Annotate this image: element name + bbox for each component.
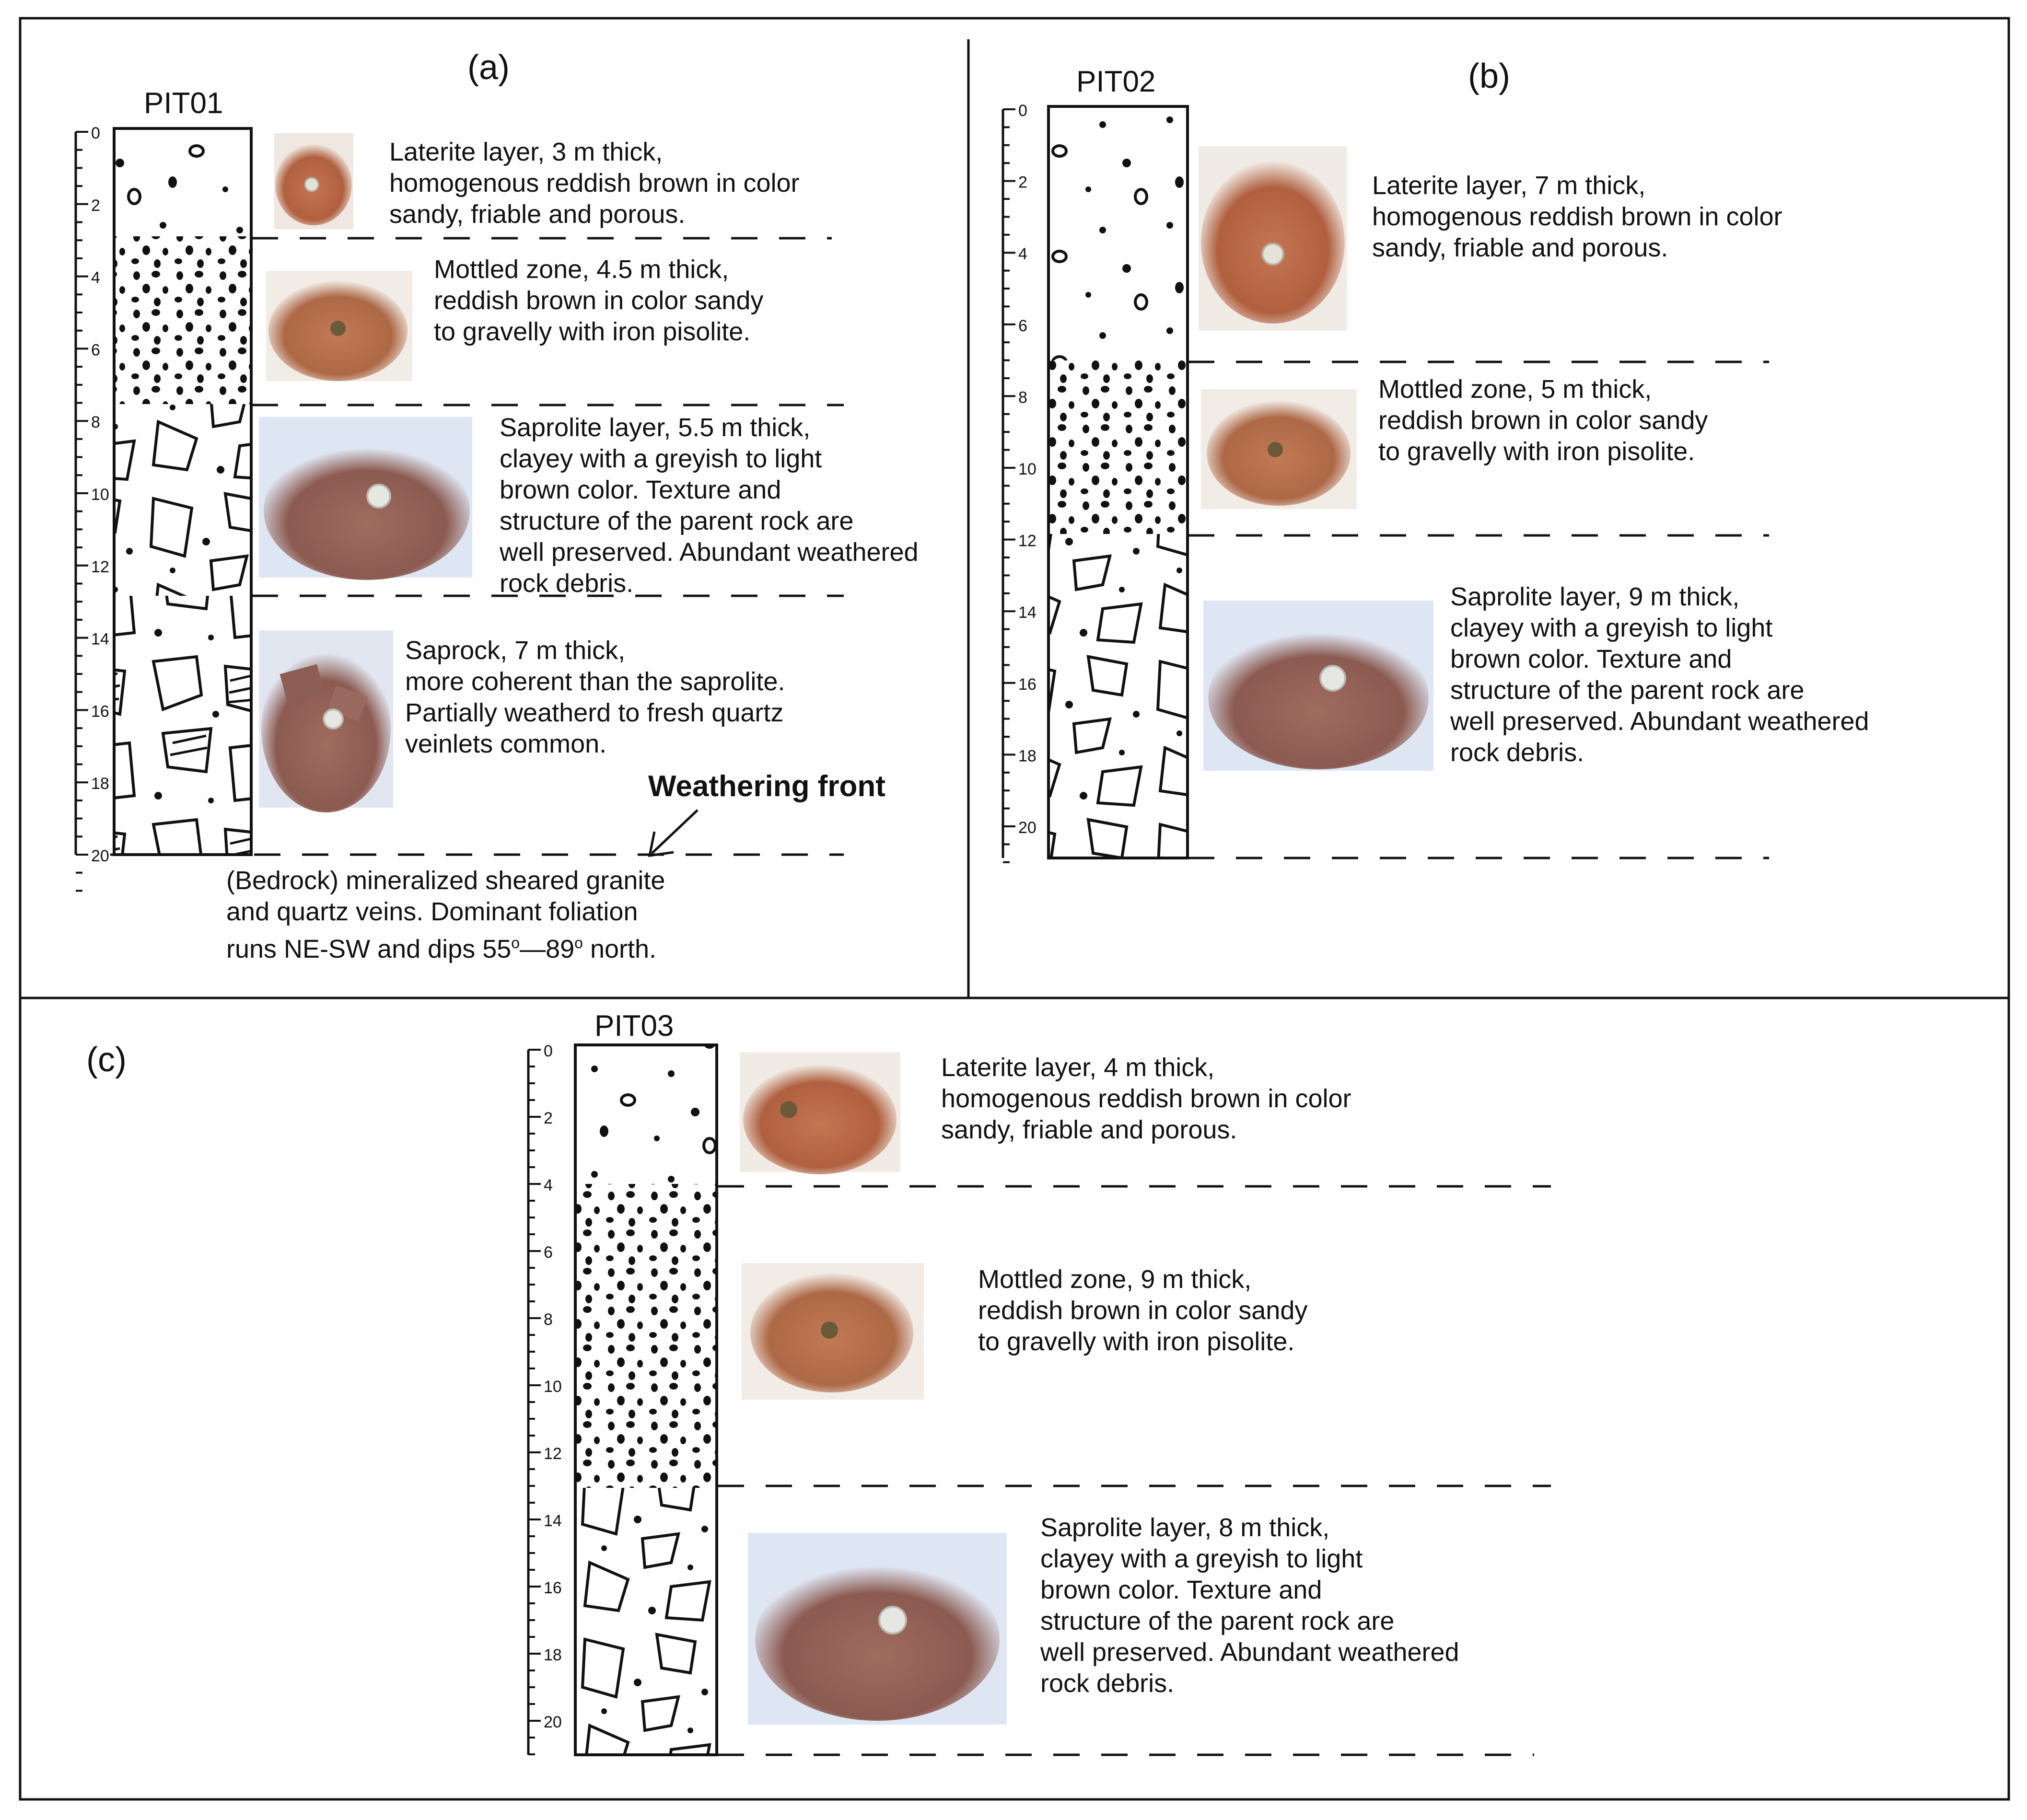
weathering-front-label: Weathering front bbox=[648, 770, 885, 803]
pit03-saprolite-photo bbox=[748, 1533, 1007, 1725]
pit01-laterite-description: Laterite layer, 3 m thick, homogenous re… bbox=[389, 138, 800, 229]
pit02-mottled-description: Mottled zone, 5 m thick, reddish brown i… bbox=[1378, 375, 1708, 466]
pit01-depth-ruler: 0 2 4 6 8 10 12 14 16 18 20 bbox=[76, 124, 109, 892]
pit01-saprock-layer bbox=[114, 596, 251, 855]
pit01-saprolite-description: Saprolite layer, 5.5 m thick, clayey wit… bbox=[500, 413, 919, 598]
pit01-saprock-photo bbox=[259, 630, 393, 812]
pit03-saprolite-layer bbox=[575, 1488, 717, 1755]
pit03-column-border bbox=[574, 1043, 718, 1756]
depth-tick-label: 20 bbox=[544, 1713, 562, 1731]
depth-tick-label: 10 bbox=[91, 486, 109, 504]
pit03-mottled-photo bbox=[742, 1263, 924, 1400]
depth-tick-label: 20 bbox=[91, 847, 109, 865]
figure-frame bbox=[19, 17, 2010, 1801]
pit01-saprolite-photo bbox=[259, 417, 472, 580]
pit03-depth-ruler: 0 2 4 6 8 10 12 14 16 18 20 bbox=[528, 1042, 562, 1755]
depth-tick-label: 10 bbox=[544, 1378, 562, 1396]
depth-tick-label: 4 bbox=[544, 1176, 553, 1194]
depth-tick-label: 14 bbox=[1018, 603, 1037, 622]
depth-tick-label: 2 bbox=[1018, 174, 1027, 192]
pit03-title: PIT03 bbox=[594, 1009, 674, 1043]
pit03-laterite-layer bbox=[575, 1045, 717, 1184]
pit03-mottled-layer bbox=[575, 1184, 717, 1488]
depth-tick-label: 8 bbox=[91, 413, 100, 431]
depth-tick-label: 4 bbox=[91, 269, 100, 287]
pit02-laterite-description: Laterite layer, 7 m thick, homogenous re… bbox=[1372, 171, 1782, 262]
depth-tick-label: 18 bbox=[1018, 747, 1037, 765]
depth-tick-label: 2 bbox=[544, 1109, 553, 1127]
depth-tick-label: 14 bbox=[544, 1512, 562, 1530]
pit02-laterite-layer bbox=[1048, 106, 1188, 360]
pit01-laterite-layer bbox=[114, 128, 251, 236]
pit03-boundaries bbox=[718, 1185, 1551, 1756]
depth-tick-label: 6 bbox=[1018, 317, 1027, 335]
pit01-title: PIT01 bbox=[144, 87, 223, 120]
depth-tick-label: 18 bbox=[544, 1646, 562, 1664]
pit01-column: 0 2 4 6 8 10 12 14 16 18 20 bbox=[74, 124, 253, 892]
pit01-saprock-description: Saprock, 7 m thick, more coherent than t… bbox=[405, 636, 785, 758]
pit03-column: 0 2 4 6 8 10 12 14 16 18 20 bbox=[527, 1042, 718, 1756]
pit03-saprolite-description: Saprolite layer, 8 m thick, clayey with … bbox=[1040, 1513, 1459, 1698]
pit02-saprolite-layer bbox=[1048, 534, 1188, 858]
pit02-depth-ruler: 0 2 4 6 8 10 12 14 16 18 20 bbox=[1003, 102, 1037, 863]
depth-tick-label: 12 bbox=[1018, 532, 1037, 550]
pit01-laterite-photo bbox=[274, 133, 353, 229]
pit02-title: PIT02 bbox=[1076, 65, 1156, 98]
depth-tick-label: 6 bbox=[91, 341, 100, 359]
depth-tick-label: 14 bbox=[91, 630, 109, 649]
depth-tick-label: 0 bbox=[91, 124, 100, 142]
pit02-boundaries bbox=[1188, 360, 1769, 859]
pit02-column: 0 2 4 6 8 10 12 14 16 18 20 bbox=[1002, 102, 1189, 863]
depth-tick-label: 16 bbox=[1018, 675, 1037, 694]
depth-tick-label: 10 bbox=[1018, 460, 1037, 478]
pit03-laterite-description: Laterite layer, 4 m thick, homogenous re… bbox=[941, 1053, 1351, 1144]
pit02-mottled-layer bbox=[1048, 360, 1188, 534]
depth-tick-label: 16 bbox=[91, 702, 109, 720]
depth-tick-label: 12 bbox=[91, 558, 109, 576]
panel-label-c: (c) bbox=[86, 1041, 127, 1079]
depth-tick-label: 0 bbox=[1018, 102, 1027, 120]
depth-tick-label: 6 bbox=[544, 1243, 553, 1262]
depth-tick-label: 8 bbox=[1018, 388, 1027, 406]
pit01-mottled-description: Mottled zone, 4.5 m thick, reddish brown… bbox=[434, 255, 764, 346]
pit02-saprolite-photo bbox=[1203, 601, 1433, 771]
depth-tick-label: 2 bbox=[91, 197, 100, 215]
panel-label-b: (b) bbox=[1468, 57, 1510, 95]
depth-tick-label: 16 bbox=[544, 1579, 562, 1597]
bedrock-description: (Bedrock) mineralized sheared granite an… bbox=[226, 866, 665, 963]
panel-label-a: (a) bbox=[467, 48, 510, 87]
pit01-mottled-layer bbox=[114, 236, 251, 404]
depth-tick-label: 20 bbox=[1018, 819, 1037, 837]
pit02-column-border bbox=[1047, 105, 1189, 859]
pit02-laterite-photo bbox=[1199, 146, 1347, 331]
pit03-mottled-description: Mottled zone, 9 m thick, reddish brown i… bbox=[978, 1265, 1308, 1356]
pit02-mottled-photo bbox=[1201, 389, 1357, 509]
pit01-boundaries bbox=[110, 237, 844, 856]
weathering-front-arrow bbox=[648, 809, 699, 857]
pit03-laterite-photo bbox=[740, 1052, 900, 1174]
pit02-saprolite-description: Saprolite layer, 9 m thick, clayey with … bbox=[1450, 582, 1869, 767]
depth-tick-label: 12 bbox=[544, 1445, 562, 1463]
depth-tick-label: 18 bbox=[91, 775, 109, 793]
depth-tick-label: 4 bbox=[1018, 245, 1027, 263]
depth-tick-label: 8 bbox=[544, 1310, 553, 1329]
pit01-saprolite-layer bbox=[114, 404, 251, 596]
pit01-mottled-photo bbox=[266, 271, 412, 381]
depth-tick-label: 0 bbox=[544, 1042, 553, 1060]
